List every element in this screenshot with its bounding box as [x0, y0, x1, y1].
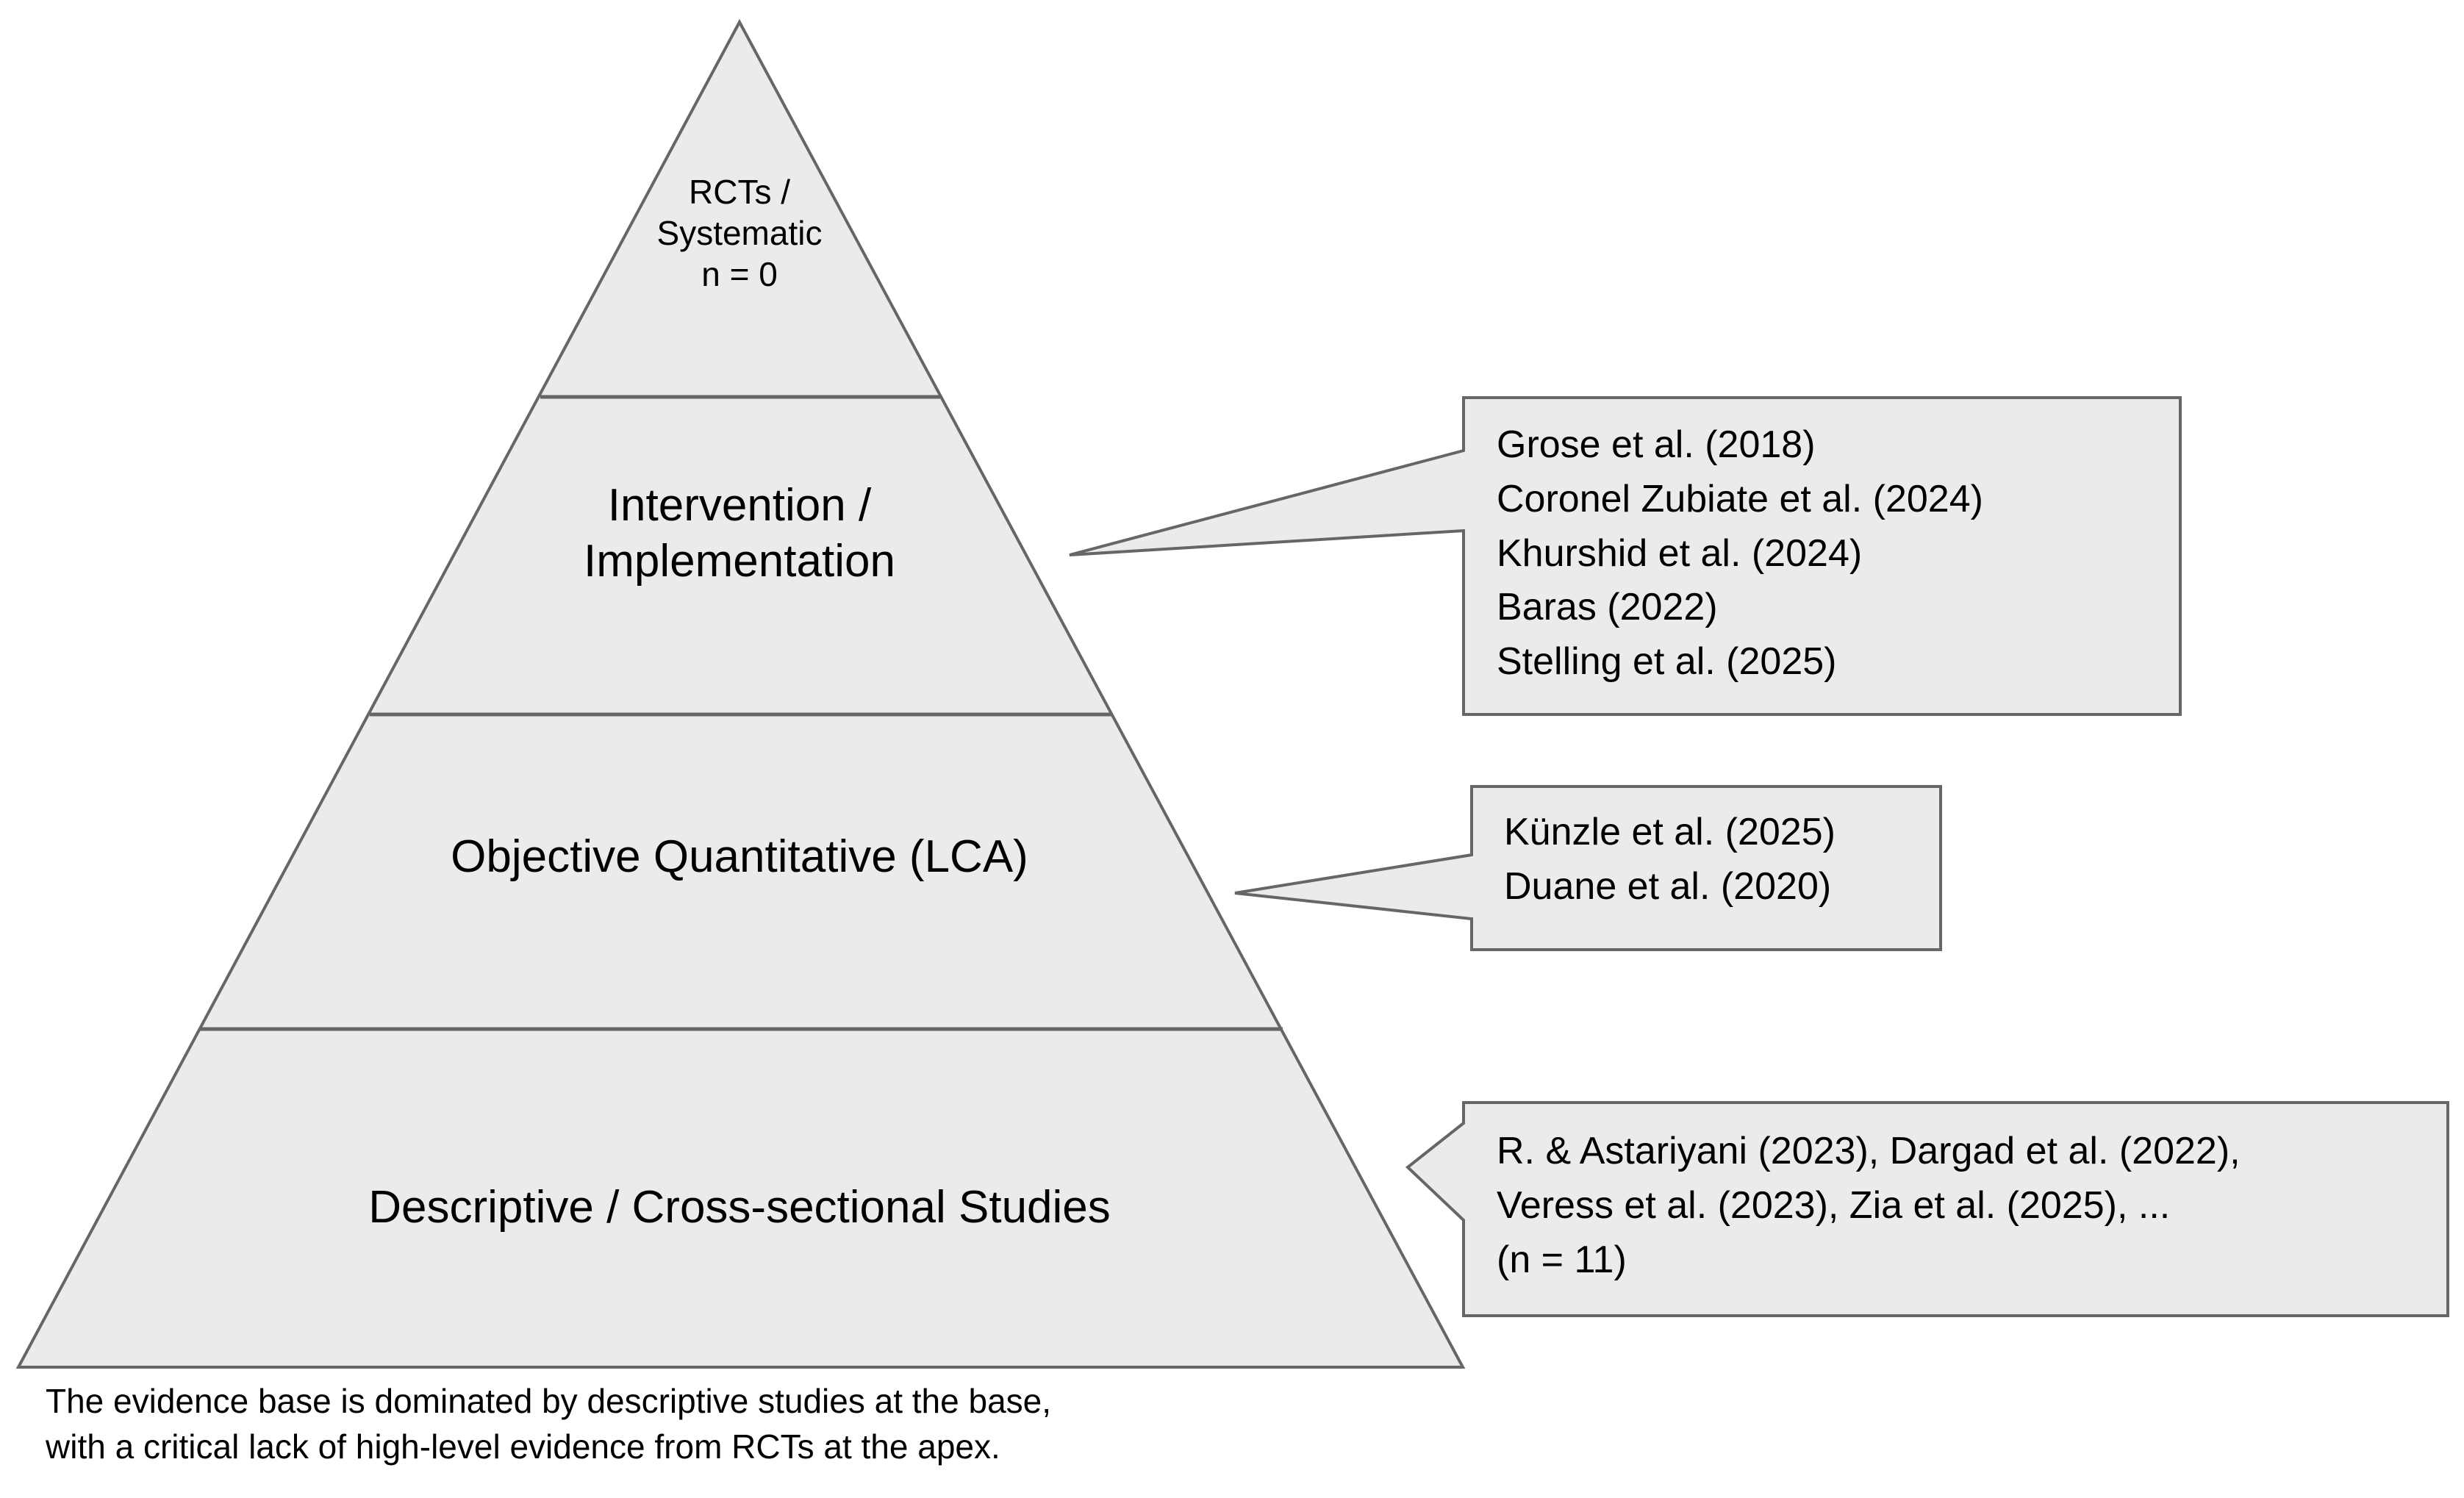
callout-intervention-text: Grose et al. (2018) Coronel Zubiate et a… [1497, 418, 2166, 689]
callout-objective-quantitative-text: Künzle et al. (2025) Duane et al. (2020) [1504, 806, 1930, 914]
callout-intervention-line-4: Baras (2022) [1497, 586, 1718, 629]
callout-descriptive-line-2: Veress et al. (2023), Zia et al. (2025),… [1497, 1183, 2171, 1227]
callout-intervention-line-5: Stelling et al. (2025) [1497, 640, 1837, 684]
callout-descriptive-line-1: R. & Astariyani (2023), Dargad et al. (2… [1497, 1130, 2241, 1172]
callout-box-descriptive [1405, 1101, 2449, 1317]
callout-intervention-line-1: Grose et al. (2018) [1497, 423, 1816, 466]
callout-descriptive-text: R. & Astariyani (2023), Dargad et al. (2… [1497, 1125, 2438, 1287]
callout-box-objective-quantitative [1234, 785, 1942, 951]
callout-descriptive-line-3: (n = 11) [1497, 1238, 1627, 1281]
figure-caption: The evidence base is dominated by descri… [46, 1379, 1442, 1469]
figure-caption-line-1: The evidence base is dominated by descri… [46, 1382, 1052, 1420]
callout-intervention-line-2: Coronel Zubiate et al. (2024) [1497, 477, 1983, 520]
callout-objective-quantitative-line-1: Künzle et al. (2025) [1504, 811, 1836, 853]
figure-caption-line-2: with a critical lack of high-level evide… [46, 1427, 1000, 1466]
pyramid-outline [15, 18, 1466, 1369]
callout-objective-quantitative-line-2: Duane et al. (2020) [1504, 864, 1832, 908]
callout-box-intervention [1069, 396, 2182, 716]
callout-intervention-line-3: Khurshid et al. (2024) [1497, 531, 1863, 575]
